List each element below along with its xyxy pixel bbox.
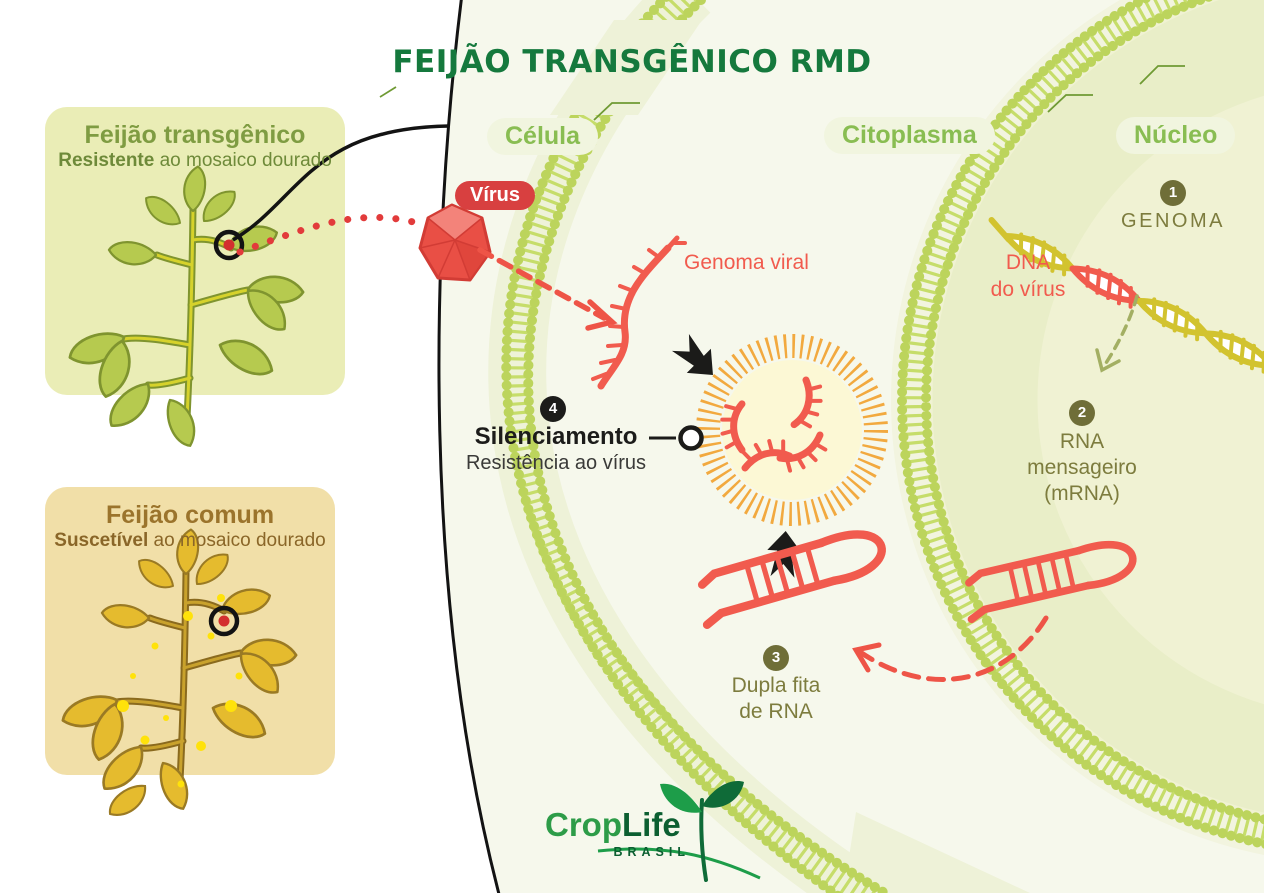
- viral-genome-strand: [591, 235, 687, 390]
- common-bean-subtitle: Suscetível ao mosaico dourado: [54, 530, 326, 551]
- infection-marker-dot: [218, 615, 230, 627]
- cell-membrane: [488, 0, 1030, 893]
- step-4-sublabel: Resistência ao vírus: [465, 452, 647, 474]
- virus-dna-label: DNA do vírus: [990, 251, 1066, 301]
- transgenic-bean-subtitle: Resistente ao mosaico dourado: [58, 150, 332, 171]
- common-bean-title: Feijão comum: [105, 501, 275, 529]
- virus-badge: Vírus: [455, 181, 536, 210]
- cell-boundary-line: [437, 0, 501, 893]
- infection-marker-ring: [213, 229, 245, 261]
- silencing-glow-circle: [696, 334, 888, 526]
- page-title: FEIJÃO TRANSGÊNICO RMD: [392, 44, 872, 80]
- croplife-logo-country: BRASIL: [613, 845, 690, 859]
- viral-genome-label: Genoma viral: [684, 251, 809, 274]
- diseased-plant-illustration: [59, 528, 298, 822]
- silencing-pointer: [649, 425, 704, 451]
- croplife-logo-text: CropLife: [545, 806, 681, 843]
- transgenic-bean-text: Feijão transgênico Resistente ao mosaico…: [45, 107, 345, 395]
- label-callout-lines: [379, 65, 1185, 121]
- nucleus-membrane: [897, 0, 1264, 849]
- step-4-badge: 4: [540, 396, 566, 422]
- leaf-to-cell-line: [232, 124, 450, 242]
- step-1-badge: 1: [1160, 180, 1186, 206]
- arrow-virus-entry: [477, 247, 618, 331]
- arrow-mrna-to-dsrna: [852, 615, 1049, 682]
- virus-icon: [418, 203, 492, 282]
- common-bean-text: Feijão comum Suscetível ao mosaico doura…: [45, 487, 335, 775]
- healthy-plant-illustration: [66, 165, 305, 450]
- mosaic-spots: [117, 594, 243, 788]
- step-4-label: Silenciamento: [474, 423, 638, 450]
- croplife-logo: CropLife BRASIL: [545, 806, 765, 859]
- dna-helix-illustration: [988, 217, 1264, 383]
- infection-marker-dot: [223, 239, 235, 251]
- step-3-badge: 3: [763, 645, 789, 671]
- transgenic-bean-title: Feijão transgênico: [84, 121, 306, 149]
- arrow-dna-to-mrna: [1095, 294, 1139, 373]
- cell-label: Célula: [487, 118, 599, 155]
- step-2-badge: 2: [1069, 400, 1095, 426]
- infection-marker-ring: [208, 605, 240, 637]
- cytoplasm-label: Citoplasma: [824, 117, 995, 154]
- croplife-sprout-icon: [597, 781, 761, 882]
- nucleus-label: Núcleo: [1116, 117, 1236, 154]
- step-3-label: Dupla fita de RNA: [731, 674, 821, 723]
- step-1-label: GENOMA: [1121, 210, 1225, 232]
- step-2-label: RNA mensageiro (mRNA): [1027, 430, 1137, 505]
